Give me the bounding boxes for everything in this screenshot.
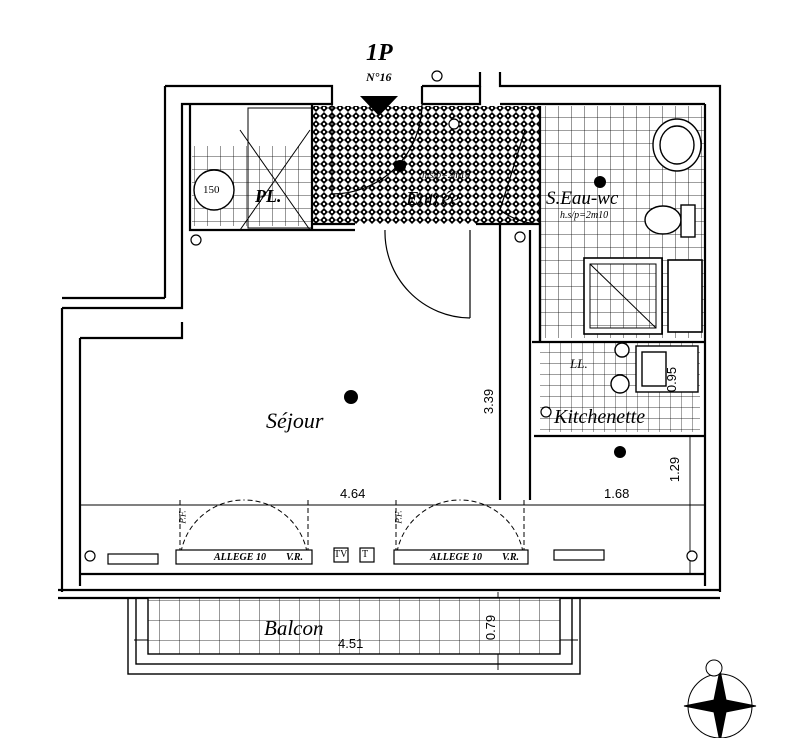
outlets (84, 70, 698, 562)
room-sejour: Séjour (266, 408, 324, 433)
pf-right: P.F. (393, 510, 404, 524)
light-points (344, 160, 626, 458)
sdb-height: h.s/p=2m10 (560, 210, 609, 221)
entree-height: h.s/p=2m10 (422, 170, 471, 181)
lot-label: 1P (366, 40, 393, 66)
washbasin (652, 118, 702, 172)
room-entree: Entrée (406, 188, 460, 210)
pf-left: P.F. (177, 510, 188, 524)
entrance-marker (360, 96, 398, 116)
wc (644, 204, 696, 238)
window-frames (107, 547, 605, 565)
room-sdb: S.Eau-wc (546, 188, 619, 209)
light-sejour (344, 390, 358, 404)
kitchen-sink (610, 342, 699, 394)
dim-sejour-width: 4.64 (340, 486, 366, 501)
water-heater-label: 150 (203, 184, 220, 196)
light-sdb (594, 176, 606, 188)
vr-left: V.R. (286, 552, 304, 563)
light-entree (394, 160, 406, 172)
sejour-door (384, 229, 471, 319)
room-balcon: Balcon (264, 616, 324, 640)
dim-kitchen-depth: 1.29 (667, 456, 683, 483)
tv-outlet-label: TV (334, 549, 348, 560)
lot-number: N°16 (366, 70, 392, 84)
placard-door (239, 107, 313, 231)
dim-sejour-depth: 3.39 (481, 388, 497, 415)
light-kitchen (614, 446, 626, 458)
dim-balcony-width: 4.51 (338, 636, 364, 651)
vr-right: V.R. (502, 552, 520, 563)
compass-icon (683, 659, 757, 738)
laundry-label: LL. (570, 356, 588, 371)
balcony (127, 597, 581, 675)
walls (58, 72, 722, 600)
dim-kitchen-counter: 0.95 (664, 366, 680, 393)
dim-kitchen-width: 1.68 (604, 486, 630, 501)
dim-balcony-depth: 0.79 (483, 614, 499, 641)
allege-right: ALLEGE 10 (430, 552, 482, 563)
phone-outlet-label: T (362, 549, 369, 560)
sdb-door (499, 129, 541, 225)
allege-left: ALLEGE 10 (214, 552, 266, 563)
shower (583, 257, 703, 335)
water-heater (193, 169, 235, 211)
room-placard: PL. (255, 186, 282, 206)
room-kitchenette: Kitchenette (554, 406, 646, 428)
